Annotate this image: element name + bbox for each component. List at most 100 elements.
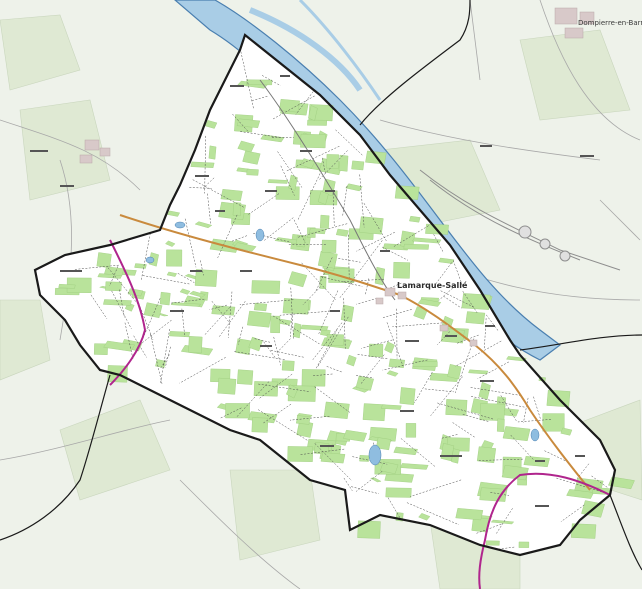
forest-patch — [321, 239, 337, 253]
forest-patch — [190, 161, 215, 168]
parcel-line — [315, 257, 333, 292]
parcel-line — [192, 179, 245, 209]
parcel-line — [365, 278, 370, 295]
forest-patch — [319, 275, 327, 290]
forest-patch — [375, 437, 391, 451]
parcel-line — [414, 371, 433, 404]
forest-patch — [381, 404, 402, 410]
forest-patch — [445, 399, 468, 416]
parcel-line — [109, 266, 119, 287]
parcel-line — [293, 219, 306, 243]
parcel-line — [295, 91, 314, 115]
forest-patch — [343, 429, 368, 442]
forest-patch — [189, 290, 206, 298]
forest-patch — [103, 340, 136, 352]
forest-patch — [393, 446, 418, 456]
parcel-line — [533, 396, 541, 419]
parcel-line — [218, 301, 246, 338]
forest-patch — [253, 381, 279, 397]
parcel-line — [142, 275, 190, 285]
forest-patch — [281, 360, 295, 371]
parcel-line — [207, 193, 212, 225]
parcel-line — [261, 75, 281, 86]
parcel-line — [544, 450, 570, 464]
parcel-line — [124, 322, 134, 360]
forest-patch — [362, 403, 386, 422]
parcel-line — [150, 334, 163, 385]
parcel-line — [240, 131, 282, 138]
parcel-line — [476, 523, 502, 534]
parcel-line — [315, 329, 338, 370]
forest-patch — [368, 343, 384, 358]
field-parcels — [74, 51, 609, 550]
parcel-line — [141, 319, 172, 344]
parcel-line — [202, 177, 215, 189]
parcel-line — [356, 231, 395, 252]
forest-patch — [384, 341, 395, 354]
parcel-line — [279, 310, 338, 316]
parcel-line — [111, 290, 132, 330]
forest-patch — [287, 446, 314, 462]
forest-patch — [134, 263, 147, 269]
parcel-line — [237, 326, 244, 345]
forest-patch — [501, 465, 529, 481]
forest-patch — [308, 105, 318, 122]
parcel-line — [262, 403, 292, 424]
parcel-line — [165, 346, 171, 368]
parcel-line — [462, 291, 478, 313]
parcel-line — [289, 416, 330, 421]
forest-patch — [282, 298, 310, 315]
forest-patch — [309, 227, 326, 235]
parcel-line — [386, 322, 404, 366]
forest-patch — [251, 417, 269, 433]
forest-patch — [496, 418, 505, 432]
town-block-northeast — [554, 7, 595, 39]
parcel-line — [133, 335, 147, 358]
commune-boundary — [33, 33, 617, 557]
forest-patch — [502, 426, 531, 442]
forest-patch — [326, 154, 339, 169]
forest-patch — [338, 154, 349, 172]
parcel-line — [436, 331, 451, 346]
parcel-line — [486, 314, 500, 332]
forest-patch — [208, 145, 217, 160]
parcel-line — [361, 339, 393, 349]
forest-patch — [296, 235, 306, 248]
parcel-line — [406, 502, 459, 525]
forest-patch — [166, 249, 183, 267]
forest-patch — [323, 401, 350, 419]
parcel-line — [204, 307, 231, 336]
forest-patch — [58, 283, 76, 289]
parcel-line — [351, 486, 379, 494]
commune-area — [35, 35, 615, 555]
forest-patch — [267, 179, 289, 184]
forest-patch — [335, 228, 349, 237]
forest-patch — [485, 540, 500, 546]
forest-patch — [237, 140, 255, 153]
main-road — [119, 214, 591, 491]
forest-patch — [105, 281, 122, 292]
forest-patch — [204, 120, 218, 129]
department-boundary-west — [109, 239, 147, 386]
parcel-line — [359, 174, 365, 228]
forest-patch — [440, 443, 455, 462]
parcel-line — [556, 477, 604, 493]
parcel-line — [170, 298, 205, 304]
parcel-line — [312, 322, 343, 360]
forest-patch — [418, 513, 431, 521]
forest-patch — [194, 269, 218, 287]
parcel-line — [454, 340, 502, 367]
forest-patch — [159, 291, 171, 306]
parcel-line — [335, 129, 364, 156]
forest-patch — [260, 134, 285, 143]
forest-patch — [518, 541, 530, 548]
parcel-line — [342, 185, 348, 216]
parcel-line — [382, 246, 409, 261]
parcel-line — [484, 318, 487, 349]
parcel-line — [430, 376, 463, 416]
parcel-line — [181, 308, 186, 337]
forest-patch — [236, 369, 254, 385]
parcel-line — [179, 357, 226, 384]
